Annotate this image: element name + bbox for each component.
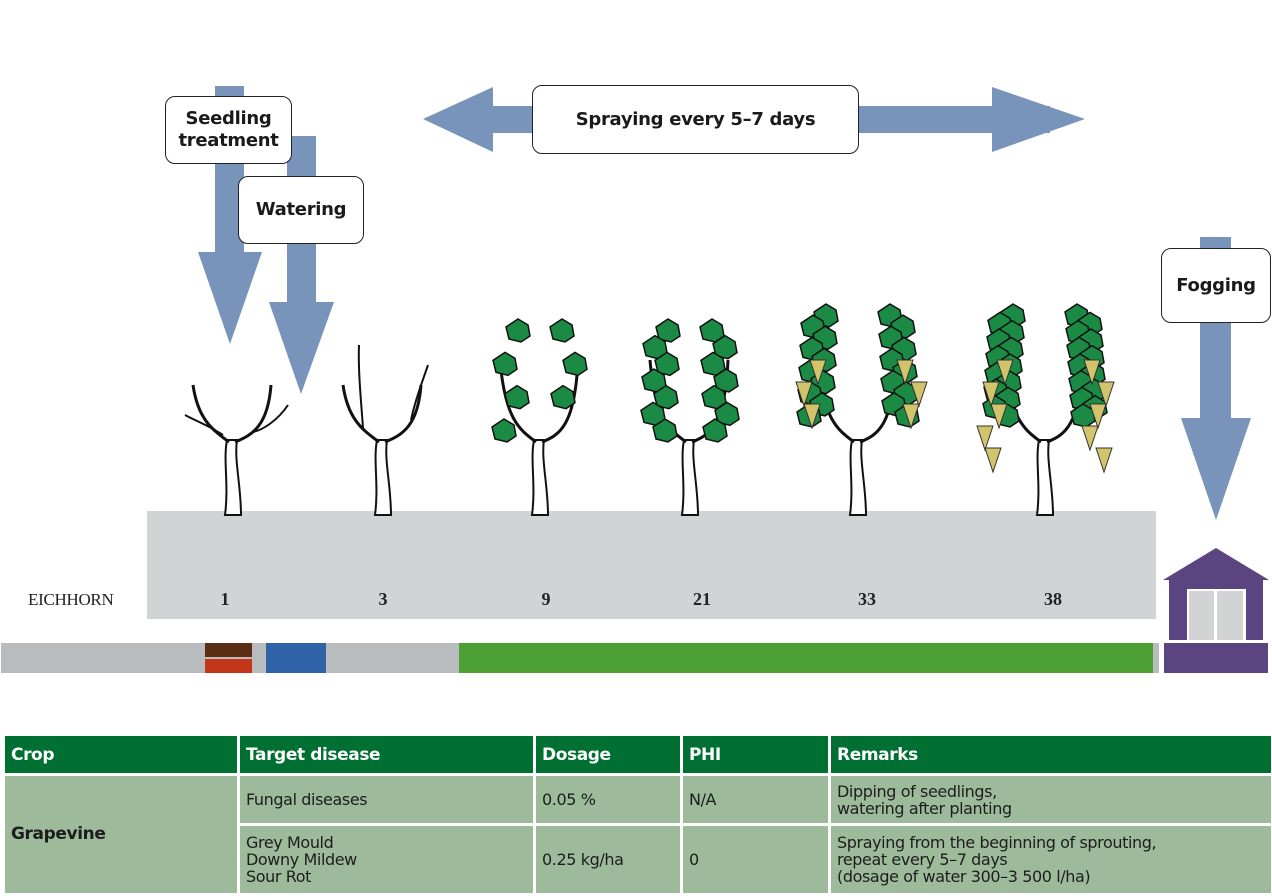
- ground-strip: [147, 511, 1156, 619]
- header-dosage: Dosage: [535, 736, 682, 775]
- timeline-segment-storage: [1164, 643, 1268, 673]
- dosage-cell: 0.25 kg/ha: [535, 825, 682, 895]
- leaf-icon: [493, 352, 517, 375]
- timeline-bar: [1, 643, 1268, 673]
- day-label: 38: [1044, 589, 1062, 610]
- grape-cluster-icon: [1096, 448, 1112, 472]
- seedling-treatment-label: Seedling treatment: [165, 96, 292, 164]
- early-leaf-vine-icon: [492, 319, 587, 515]
- header-remarks: Remarks: [830, 736, 1272, 775]
- header-target-disease: Target disease: [239, 736, 535, 775]
- timeline-segment-watering: [266, 643, 326, 673]
- treatment-timeline-diagram: Seedling treatment Watering Spraying eve…: [0, 0, 1272, 730]
- leaf-icon: [492, 419, 516, 442]
- storehouse-icon: [1163, 548, 1269, 640]
- header-phi: PHI: [682, 736, 830, 775]
- watering-arrow: [269, 136, 334, 394]
- leaf-icon: [551, 386, 575, 409]
- leaf-icon: [506, 319, 530, 342]
- fogging-label: Fogging: [1161, 248, 1271, 323]
- phi-cell: N/A: [682, 775, 830, 825]
- grape-cluster-icon: [1082, 426, 1098, 450]
- leaf-icon: [505, 386, 529, 409]
- phi-cell: 0: [682, 825, 830, 895]
- leafy-vine-icon: [641, 319, 739, 515]
- timeline-segment-seedling-treatment-top: [205, 643, 252, 657]
- remarks-cell: Dipping of seedlings, watering after pla…: [830, 775, 1272, 825]
- watering-label: Watering: [238, 176, 364, 244]
- remarks-cell: Spraying from the beginning of sprouting…: [830, 825, 1272, 895]
- ripe-fruit-vine-icon: [977, 304, 1114, 515]
- target-disease-cell: Grey Mould Downy Mildew Sour Rot: [239, 825, 535, 895]
- vine-stages: [185, 304, 1114, 515]
- day-label: 9: [542, 589, 551, 610]
- timeline-segment-spraying: [459, 643, 1153, 673]
- day-label: 21: [693, 589, 711, 610]
- grape-cluster-icon: [985, 448, 1001, 472]
- day-label: 1: [221, 589, 230, 610]
- leaf-icon: [563, 352, 587, 375]
- day-label: 3: [379, 589, 388, 610]
- brand-label: EICHHORN: [28, 590, 113, 610]
- table-row: Grapevine Fungal diseases 0.05 % N/A Dip…: [4, 775, 1272, 825]
- timeline-segment-seedling-treatment-bottom: [205, 659, 252, 673]
- dosage-table: Crop Target disease Dosage PHI Remarks G…: [2, 736, 1272, 896]
- table-header-row: Crop Target disease Dosage PHI Remarks: [4, 736, 1272, 775]
- leaf-icon: [550, 319, 574, 342]
- dormant-vine-icon: [185, 385, 288, 515]
- target-disease-cell: Fungal diseases: [239, 775, 535, 825]
- budding-vine-icon: [343, 345, 428, 515]
- grape-cluster-icon: [977, 426, 993, 450]
- crop-cell: Grapevine: [4, 775, 239, 895]
- fruiting-vine-icon: [796, 304, 927, 515]
- day-label: 33: [858, 589, 876, 610]
- dosage-cell: 0.05 %: [535, 775, 682, 825]
- header-crop: Crop: [4, 736, 239, 775]
- spraying-label: Spraying every 5–7 days: [532, 85, 859, 154]
